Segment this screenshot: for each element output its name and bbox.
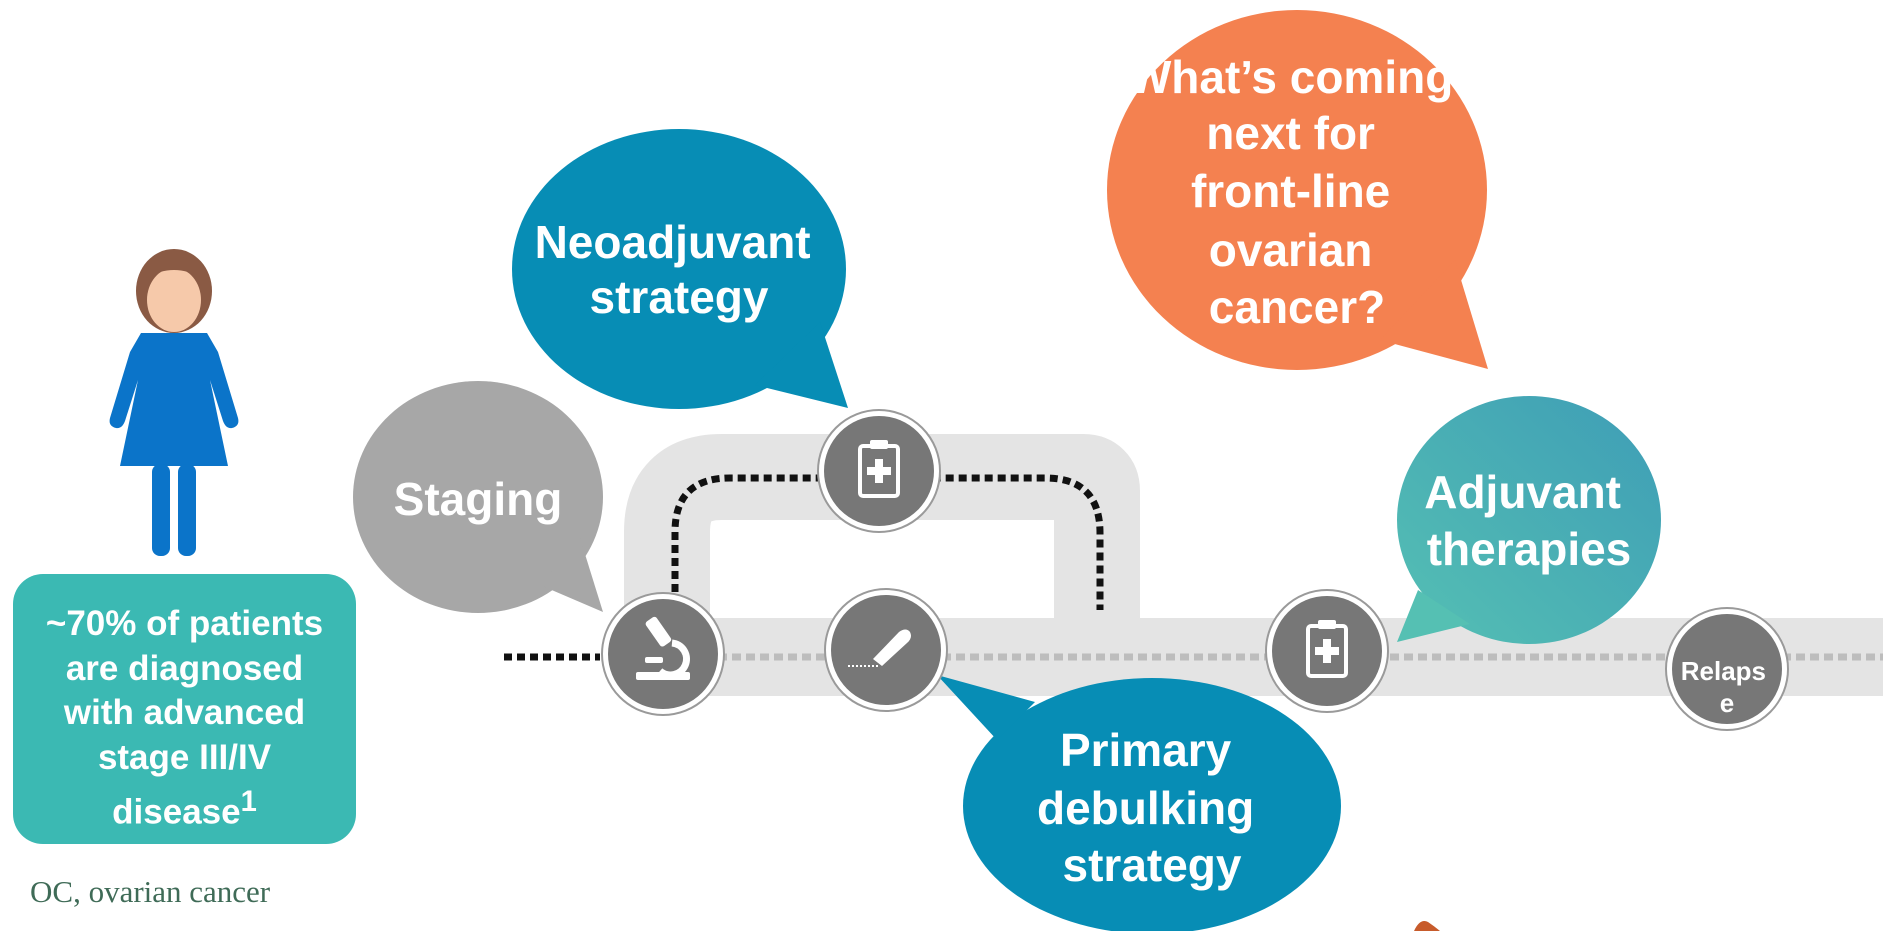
primary-label-line2: debulking [1037,782,1254,834]
staging-label: Staging [394,473,563,525]
adjuvant-label-line2: therapies [1427,523,1632,575]
whats-next-line2: next for [1206,107,1375,159]
neoadjuvant-node [817,409,941,533]
relapse-label-line2: e [1720,688,1734,718]
svg-text:Primary debulking: Primary debulking strategy [1037,724,1267,891]
whats-next-line4: ovarian [1209,224,1373,276]
whats-next-line5: cancer? [1209,281,1385,333]
primary-label-line3: strategy [1063,839,1242,891]
microscope-icon [636,616,690,680]
neoadjuvant-label-line2: strategy [590,271,769,323]
clipboard-medical-icon [858,440,900,498]
svg-text:Relaps e: Relaps e [1681,656,1774,718]
adjuvant-node [1265,589,1389,713]
whats-next-line3: front-line [1191,165,1390,217]
whats-next-line1: What’s coming [1128,51,1453,103]
whats-next-bubble: What’s coming next for front-line ovaria… [1107,10,1488,370]
svg-text:Adjuvant therapies: Adjuvant therapies [1424,466,1634,575]
neoadjuvant-bubble: Neoadjuvant strategy [512,129,848,409]
surgery-node [824,588,948,712]
woman-icon [109,249,239,556]
scalpel-icon [848,629,911,667]
reference-superscript: 1 [240,786,257,818]
statistic-text: ~70% of patients are diagnosed with adva… [45,604,324,832]
svg-text:What’s coming next for: What’s coming next for front-line ovaria… [1128,51,1466,333]
adjuvant-label-line1: Adjuvant [1424,466,1621,518]
primary-label-line1: Primary [1060,724,1232,776]
staging-bubble: Staging [353,381,603,613]
relapse-node: Relaps e [1665,607,1789,731]
diagnosis-statistic-box: ~70% of patients are diagnosed with adva… [13,574,356,844]
staging-node [601,592,725,716]
primary-debulking-bubble: Primary debulking strategy [937,675,1341,931]
logo-fragment [1414,921,1440,931]
diagnosis-statistic-text: ~70% of patients are diagnosed with adva… [31,602,338,835]
clipboard-medical-icon [1306,620,1348,678]
adjuvant-bubble: Adjuvant therapies [1397,396,1661,644]
relapse-label-line1: Relaps [1681,656,1766,686]
abbreviation-footnote: OC, ovarian cancer [30,874,271,909]
svg-text:Neoadjuvant strategy: Neoadjuvant strategy [535,216,824,323]
neoadjuvant-label-line1: Neoadjuvant [535,216,811,268]
